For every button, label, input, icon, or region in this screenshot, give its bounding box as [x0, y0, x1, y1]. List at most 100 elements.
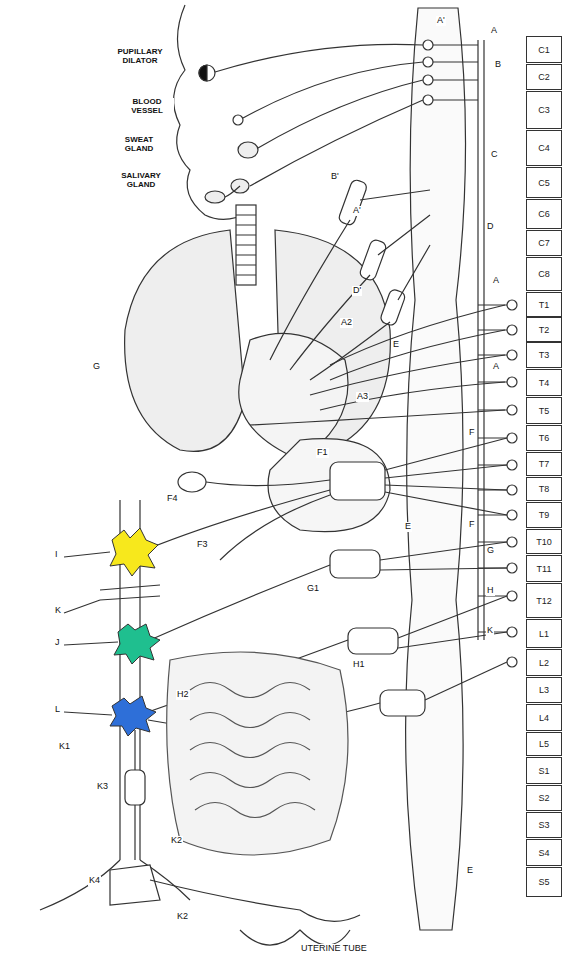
- part-letter: A: [490, 26, 498, 36]
- spinal-segment: C5: [526, 167, 562, 198]
- part-letter: A: [492, 362, 500, 372]
- part-letter: H1: [352, 660, 366, 670]
- segment-label: C3: [538, 105, 550, 115]
- spinal-segment: T6: [526, 425, 562, 451]
- part-letter: C: [490, 150, 499, 160]
- spinal-segment: C3: [526, 91, 562, 129]
- segment-label: T6: [539, 433, 550, 443]
- segment-label: C8: [538, 269, 550, 279]
- spinal-segment: T1: [526, 292, 562, 317]
- part-letter: G: [92, 362, 101, 372]
- superior-mesenteric-ganglion: [114, 624, 160, 664]
- spinal-segment: L4: [526, 704, 562, 731]
- celiac-ganglion: [110, 528, 158, 576]
- part-letter: F: [468, 428, 476, 438]
- organ-label: SALIVARY GLAND: [112, 172, 170, 190]
- segment-label: T11: [537, 564, 552, 574]
- part-letter: E: [404, 522, 412, 532]
- segment-label: T9: [539, 510, 550, 520]
- part-letter: D: [486, 222, 495, 232]
- segment-label: S2: [538, 793, 549, 803]
- segment-label: L2: [539, 658, 549, 668]
- segment-label: S1: [538, 766, 549, 776]
- segment-label: C2: [538, 72, 550, 82]
- spinal-segment: T9: [526, 502, 562, 528]
- segment-label: C5: [538, 178, 550, 188]
- spinal-segment: L3: [526, 677, 562, 703]
- segment-label: S5: [538, 877, 549, 887]
- spinal-segment: T5: [526, 397, 562, 424]
- part-letter: A': [352, 206, 362, 216]
- organ-label: PUPILLARY DILATOR: [110, 48, 170, 66]
- segment-label: T12: [536, 596, 552, 606]
- part-letter: G1: [306, 584, 320, 594]
- spinal-segment: L5: [526, 732, 562, 756]
- part-letter: K: [54, 606, 62, 616]
- spinal-segment: T10: [526, 529, 562, 554]
- spinal-segment: T7: [526, 452, 562, 476]
- part-letter: K: [486, 626, 494, 636]
- segment-label: T2: [539, 325, 550, 335]
- part-letter: K2: [176, 912, 189, 922]
- segment-label: T1: [539, 300, 550, 310]
- part-letter: K4: [88, 876, 101, 886]
- segment-label: S3: [538, 820, 549, 830]
- segment-label: T8: [539, 484, 550, 494]
- part-letter: L: [54, 705, 61, 715]
- head-profile: [174, 5, 250, 219]
- spinal-segment: C8: [526, 257, 562, 291]
- spinal-segment: C6: [526, 199, 562, 229]
- inferior-mesenteric-ganglion: [110, 696, 156, 736]
- spinal-segment: T3: [526, 342, 562, 368]
- part-letter: UTERINE TUBE: [300, 944, 368, 954]
- segment-label: C4: [538, 143, 550, 153]
- spinal-segment: T12: [526, 583, 562, 618]
- segment-label: T10: [536, 537, 552, 547]
- spinal-segment: T8: [526, 477, 562, 501]
- spinal-segment: T2: [526, 317, 562, 342]
- segment-label: L5: [539, 739, 549, 749]
- segment-label: S4: [538, 848, 549, 858]
- segment-label: T5: [539, 406, 550, 416]
- spinal-segment: T11: [526, 555, 562, 582]
- segment-label: T7: [539, 459, 550, 469]
- segment-label: T3: [539, 350, 550, 360]
- part-letter: I: [54, 550, 59, 560]
- segment-label: C6: [538, 209, 550, 219]
- part-letter: H2: [176, 690, 190, 700]
- part-letter: A: [492, 276, 500, 286]
- part-letter: F3: [196, 540, 209, 550]
- spinal-segment: C7: [526, 230, 562, 256]
- spinal-segment: S4: [526, 839, 562, 866]
- spinal-segment: S5: [526, 867, 562, 897]
- spinal-segment: C4: [526, 130, 562, 166]
- part-letter: J: [54, 638, 61, 648]
- part-letter: D': [352, 286, 362, 296]
- spinal-segment: C2: [526, 64, 562, 90]
- spinal-segment: L2: [526, 649, 562, 676]
- part-letter: K2: [170, 836, 183, 846]
- spinal-segment: S2: [526, 785, 562, 811]
- spinal-segment: C1: [526, 36, 562, 63]
- organ-label: SWEAT GLAND: [112, 136, 166, 154]
- spinal-segment: S3: [526, 812, 562, 838]
- spinal-cord: [406, 8, 466, 930]
- segment-label: C7: [538, 238, 550, 248]
- segment-label: L4: [539, 713, 549, 723]
- part-letter: F: [468, 520, 476, 530]
- part-letter: E: [392, 340, 400, 350]
- part-letter: B: [494, 60, 502, 70]
- segment-label: C1: [538, 45, 550, 55]
- part-letter: A3: [356, 392, 369, 402]
- part-letter: A': [436, 16, 446, 26]
- segment-label: L1: [539, 629, 549, 639]
- part-letter: K3: [96, 782, 109, 792]
- organ-label: BLOOD VESSEL: [120, 98, 174, 116]
- part-letter: K1: [58, 742, 71, 752]
- part-letter: F4: [166, 494, 179, 504]
- spinal-segment: T4: [526, 369, 562, 396]
- part-letter: A2: [340, 318, 353, 328]
- part-letter: E: [466, 866, 474, 876]
- part-letter: H: [486, 586, 495, 596]
